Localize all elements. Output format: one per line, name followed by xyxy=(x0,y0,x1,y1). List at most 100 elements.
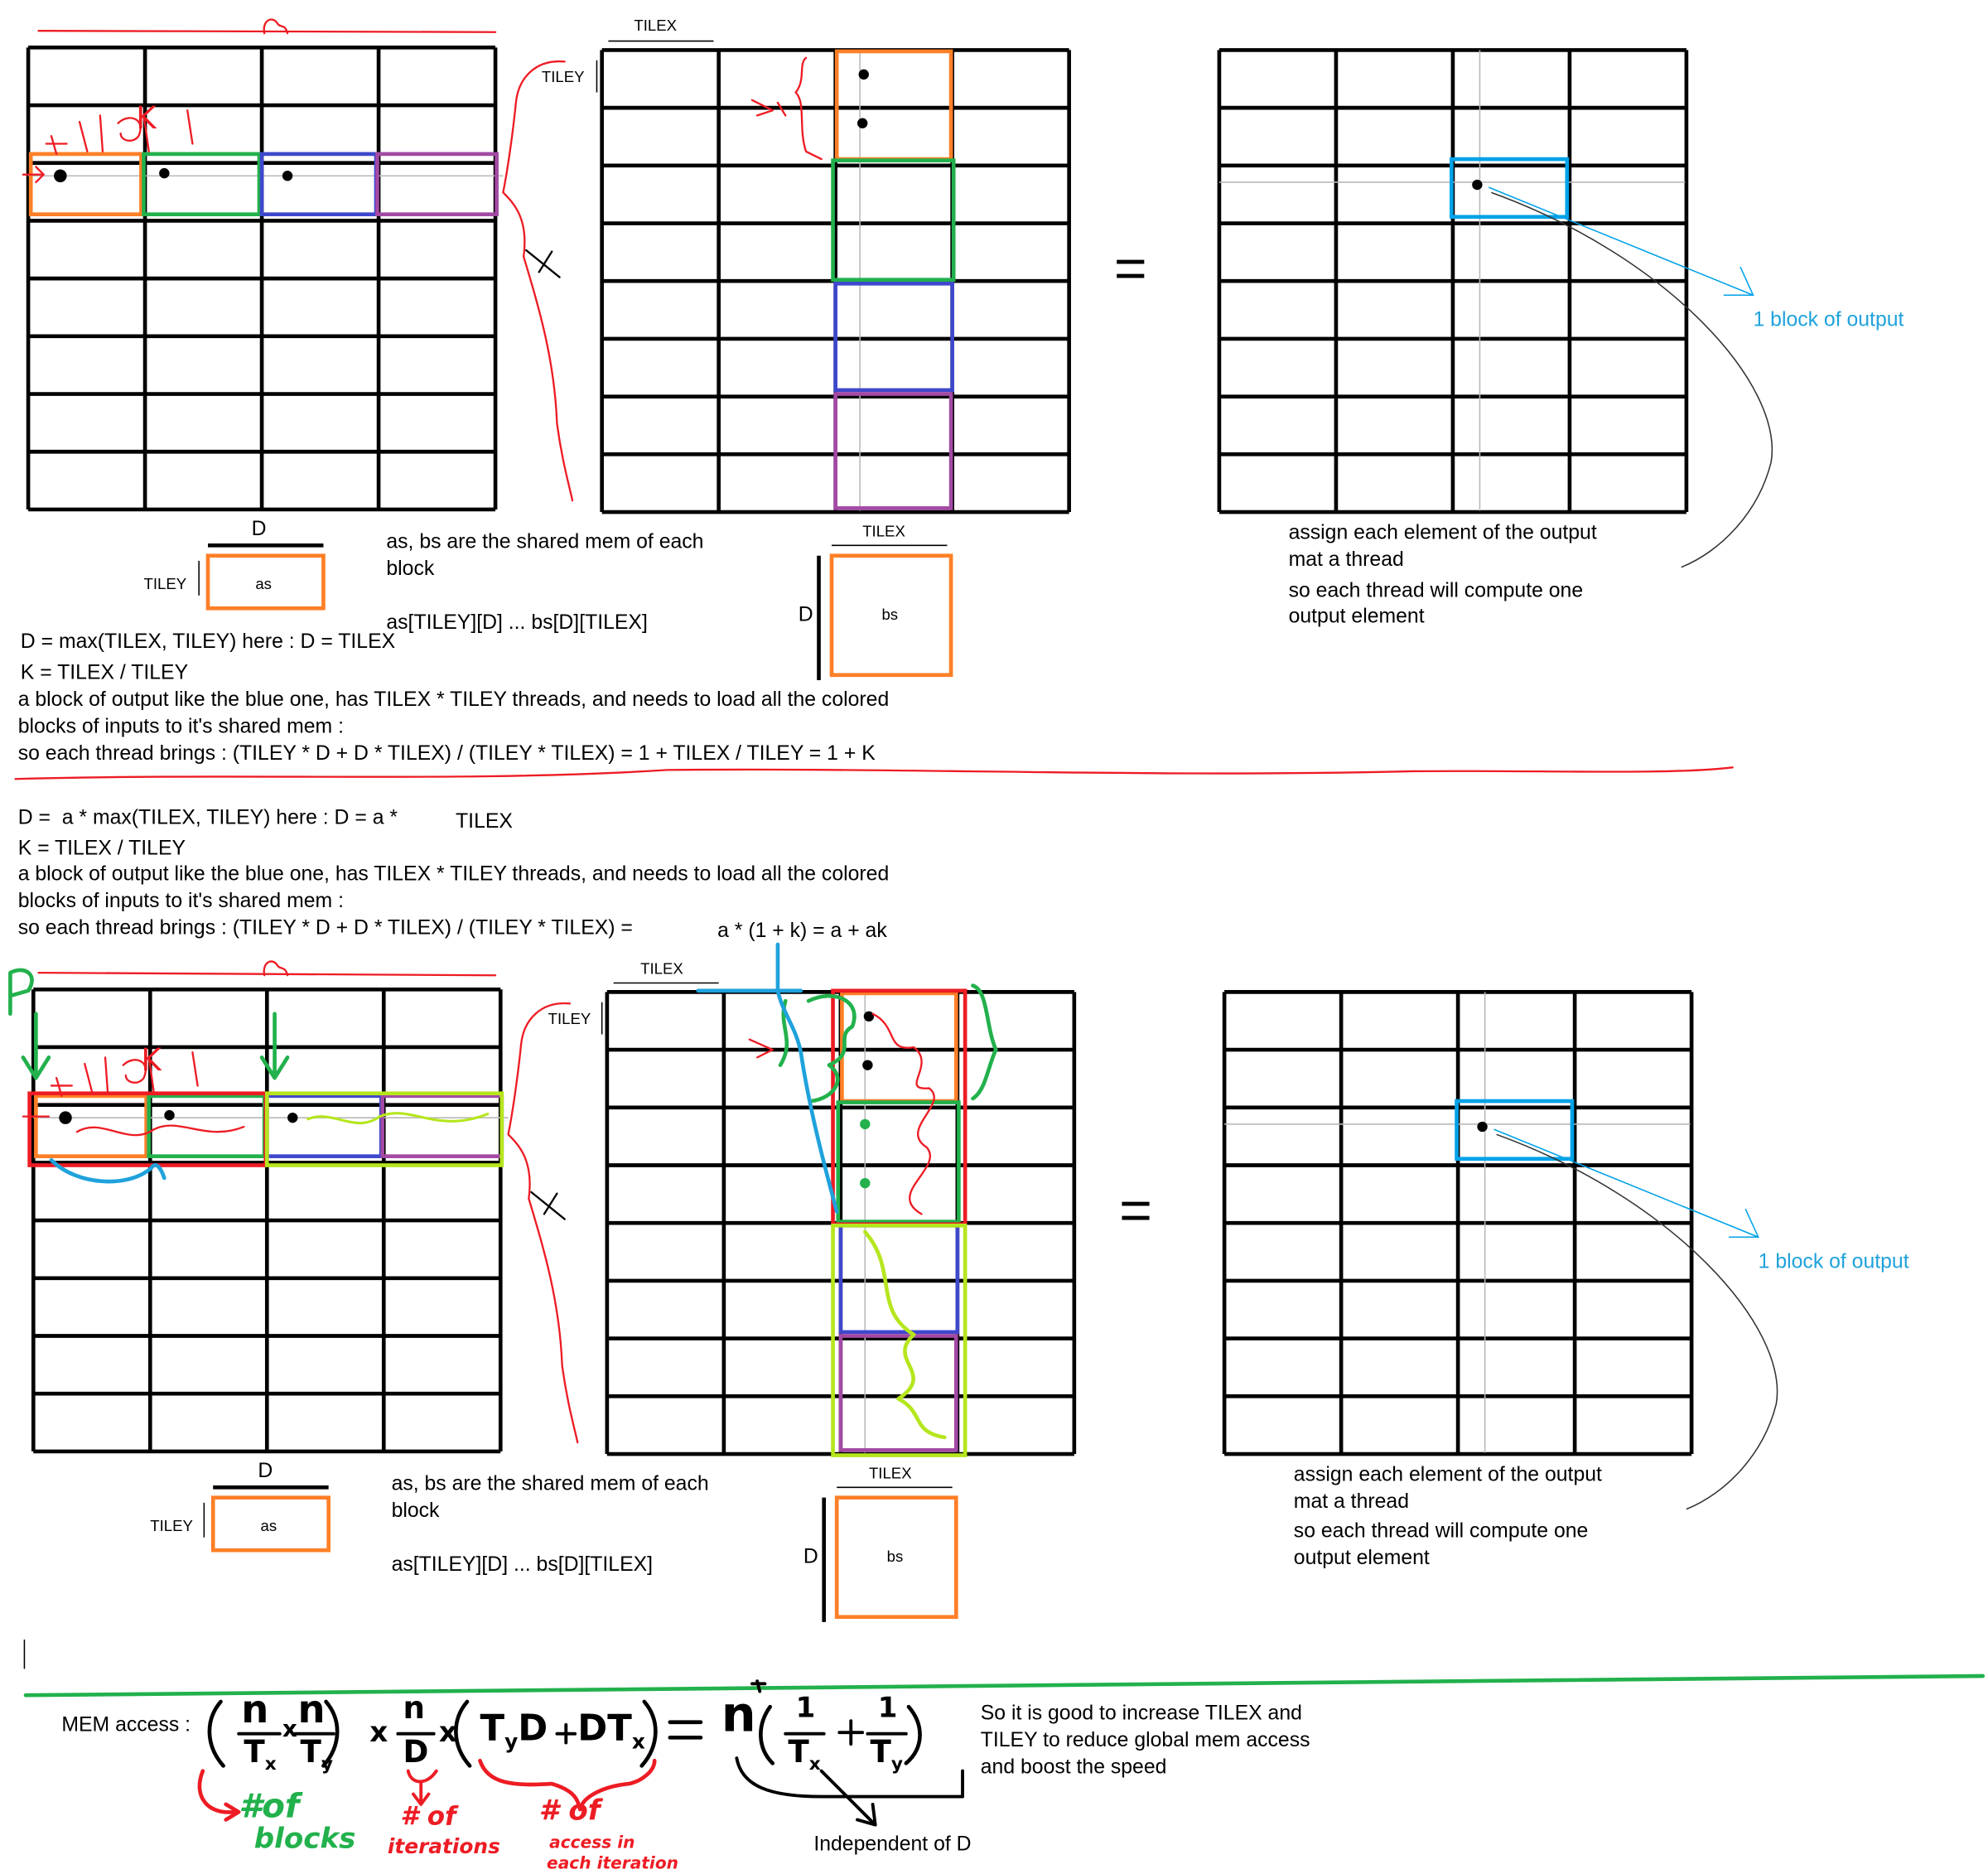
output-block-label-bottom: 1 block of output xyxy=(1758,1251,1909,1273)
b-dot-2-top xyxy=(856,118,868,128)
a-dot-3-bottom xyxy=(287,1112,298,1123)
equals-sign-bottom: = xyxy=(1119,1179,1152,1243)
a-tile-orange-top xyxy=(28,152,143,217)
formula-n3: n xyxy=(403,1690,425,1727)
section1-line-d: D = max(TILEX, TILEY) here : D = TILEX xyxy=(20,631,396,654)
c-output-block-top xyxy=(1450,157,1570,220)
hw-access-1: # of xyxy=(538,1795,601,1828)
hw-iterations-1: # of xyxy=(400,1800,456,1832)
a-tile-orange-bottom xyxy=(34,1094,148,1158)
assign-bottom-2: mat a thread xyxy=(1293,1490,1409,1514)
b-tile-purple-top xyxy=(833,392,953,510)
d-label-bs-top: D xyxy=(798,604,813,626)
assign-top-2: mat a thread xyxy=(1288,548,1404,572)
a-dot-3-top xyxy=(282,171,293,181)
output-block-label-top: 1 block of output xyxy=(1753,309,1904,331)
d-label-as-bottom: D xyxy=(258,1460,273,1483)
formula-ty1: Ty xyxy=(300,1733,334,1775)
tiley-label-b-top: TILEY xyxy=(541,68,585,86)
section2-line-block-1: a block of output like the blue one, has… xyxy=(17,863,890,886)
matrix-c-top xyxy=(1217,48,1689,514)
conclusion-3: and boost the speed xyxy=(980,1756,1167,1779)
b-green-dot-2 xyxy=(860,1177,871,1189)
hw-blocks-2: blocks xyxy=(253,1823,356,1856)
c-dot-bottom xyxy=(1477,1121,1488,1133)
as-tile-top xyxy=(205,553,326,611)
assign-top-3: so each thread will compute one xyxy=(1288,580,1584,602)
bs-label-bottom: bs xyxy=(886,1548,904,1566)
section1-line-block-1: a block of output like the blue one, has… xyxy=(17,688,890,712)
a-dot-2-top xyxy=(159,167,170,179)
output-arrow-line-bottom xyxy=(1493,1128,1759,1238)
tilex-label-b-top: TILEX xyxy=(634,17,678,35)
b-dot-1-top xyxy=(858,69,869,80)
formula-n2: n xyxy=(297,1687,326,1733)
b-dot-2-bottom xyxy=(862,1060,873,1070)
output-arrowhead-top xyxy=(1723,266,1754,297)
assign-top-1: assign each element of the output xyxy=(1288,522,1597,544)
a-pair-lime-bottom xyxy=(264,1091,504,1167)
hw-iterations-2: iterations xyxy=(387,1833,500,1858)
formula-d1: D xyxy=(403,1733,429,1770)
tiley-label-as-bottom: TILEY xyxy=(150,1516,193,1535)
b-pair-lime-bottom xyxy=(831,1223,967,1457)
hw-access-2: access in xyxy=(549,1833,635,1853)
formula-dtx: DTx xyxy=(577,1707,645,1754)
formula-n4: n xyxy=(721,1686,756,1743)
section1-line-k: K = TILEX / TILEY xyxy=(20,662,189,684)
formula-tyd: TyD xyxy=(480,1707,548,1754)
section1-line-brings: so each thread brings : (TILEY * D + D *… xyxy=(17,742,876,766)
tilex-label-bs-top: TILEX xyxy=(862,522,905,541)
bs-tile-bottom xyxy=(834,1495,958,1620)
output-arrowhead-bottom xyxy=(1729,1208,1759,1239)
equals-sign-top: = xyxy=(1113,237,1147,301)
section2-line-brings-a: so each thread brings : (TILEY * D + D *… xyxy=(17,917,633,939)
shared-decl-top: as[TILEY][D] ... bs[D][TILEX] xyxy=(386,611,648,635)
tilex-label-bs-bottom: TILEX xyxy=(868,1464,912,1483)
assign-arc-bottom xyxy=(1496,1133,1778,1510)
assign-bottom-1: assign each element of the output xyxy=(1293,1464,1602,1486)
b-tile-navy-top xyxy=(833,282,954,393)
shared-note-bottom-2: block xyxy=(391,1500,440,1523)
assign-bottom-3: so each thread will compute one xyxy=(1293,1520,1589,1543)
hw-access-3: each iteration xyxy=(547,1854,679,1874)
b-dot-1-bottom xyxy=(863,1011,875,1022)
matrix-a-bottom xyxy=(31,987,503,1454)
matrix-c-bottom xyxy=(1222,990,1694,1456)
k-mark-top: K xyxy=(136,99,157,137)
assign-arc-top xyxy=(1491,191,1773,568)
k-mark-bottom: K xyxy=(141,1041,162,1079)
bs-label-top: bs xyxy=(881,606,899,624)
formula-tx2: Tx xyxy=(788,1733,821,1775)
b-tile-orange-top xyxy=(834,49,953,162)
d-label-bs-bottom: D xyxy=(803,1546,818,1568)
matrix-grids xyxy=(26,45,1694,1456)
formula-one1: 1 xyxy=(795,1693,816,1725)
tiley-label-b-bottom: TILEY xyxy=(548,1010,591,1028)
a-tile-purple-top xyxy=(375,152,499,217)
formula-one2: 1 xyxy=(877,1693,898,1725)
a-dot-1-bottom xyxy=(59,1111,72,1124)
formula-ty2: Ty xyxy=(870,1733,904,1775)
section1-line-block-2: blocks of inputs to it's shared mem : xyxy=(17,716,344,738)
as-label-bottom: as xyxy=(260,1516,277,1535)
shared-note-top-1: as, bs are the shared mem of each xyxy=(386,531,704,553)
b-tile-green-bottom xyxy=(836,1100,961,1224)
section2-line-d-b: TILEX xyxy=(456,810,513,833)
c-dot-top xyxy=(1472,179,1483,191)
formula-n1: n xyxy=(241,1687,269,1733)
matrix-a-top xyxy=(26,45,498,512)
a-dot-2-bottom xyxy=(164,1109,175,1121)
independent-of-d: Independent of D xyxy=(813,1833,972,1856)
section2-line-k: K = TILEX / TILEY xyxy=(17,838,186,860)
conclusion-1: So it is good to increase TILEX and xyxy=(980,1703,1302,1725)
conclusion-2: TILEY to reduce global mem access xyxy=(980,1730,1310,1752)
section2-line-d-a: D = a * max(TILEX, TILEY) here : D = a * xyxy=(17,807,398,829)
b-tile-green-top xyxy=(831,158,956,283)
d-label-as-top: D xyxy=(251,518,267,541)
b-tile-purple-bottom xyxy=(838,1334,958,1452)
bs-tile-top xyxy=(829,553,953,678)
tile-overlays xyxy=(27,40,1778,1622)
